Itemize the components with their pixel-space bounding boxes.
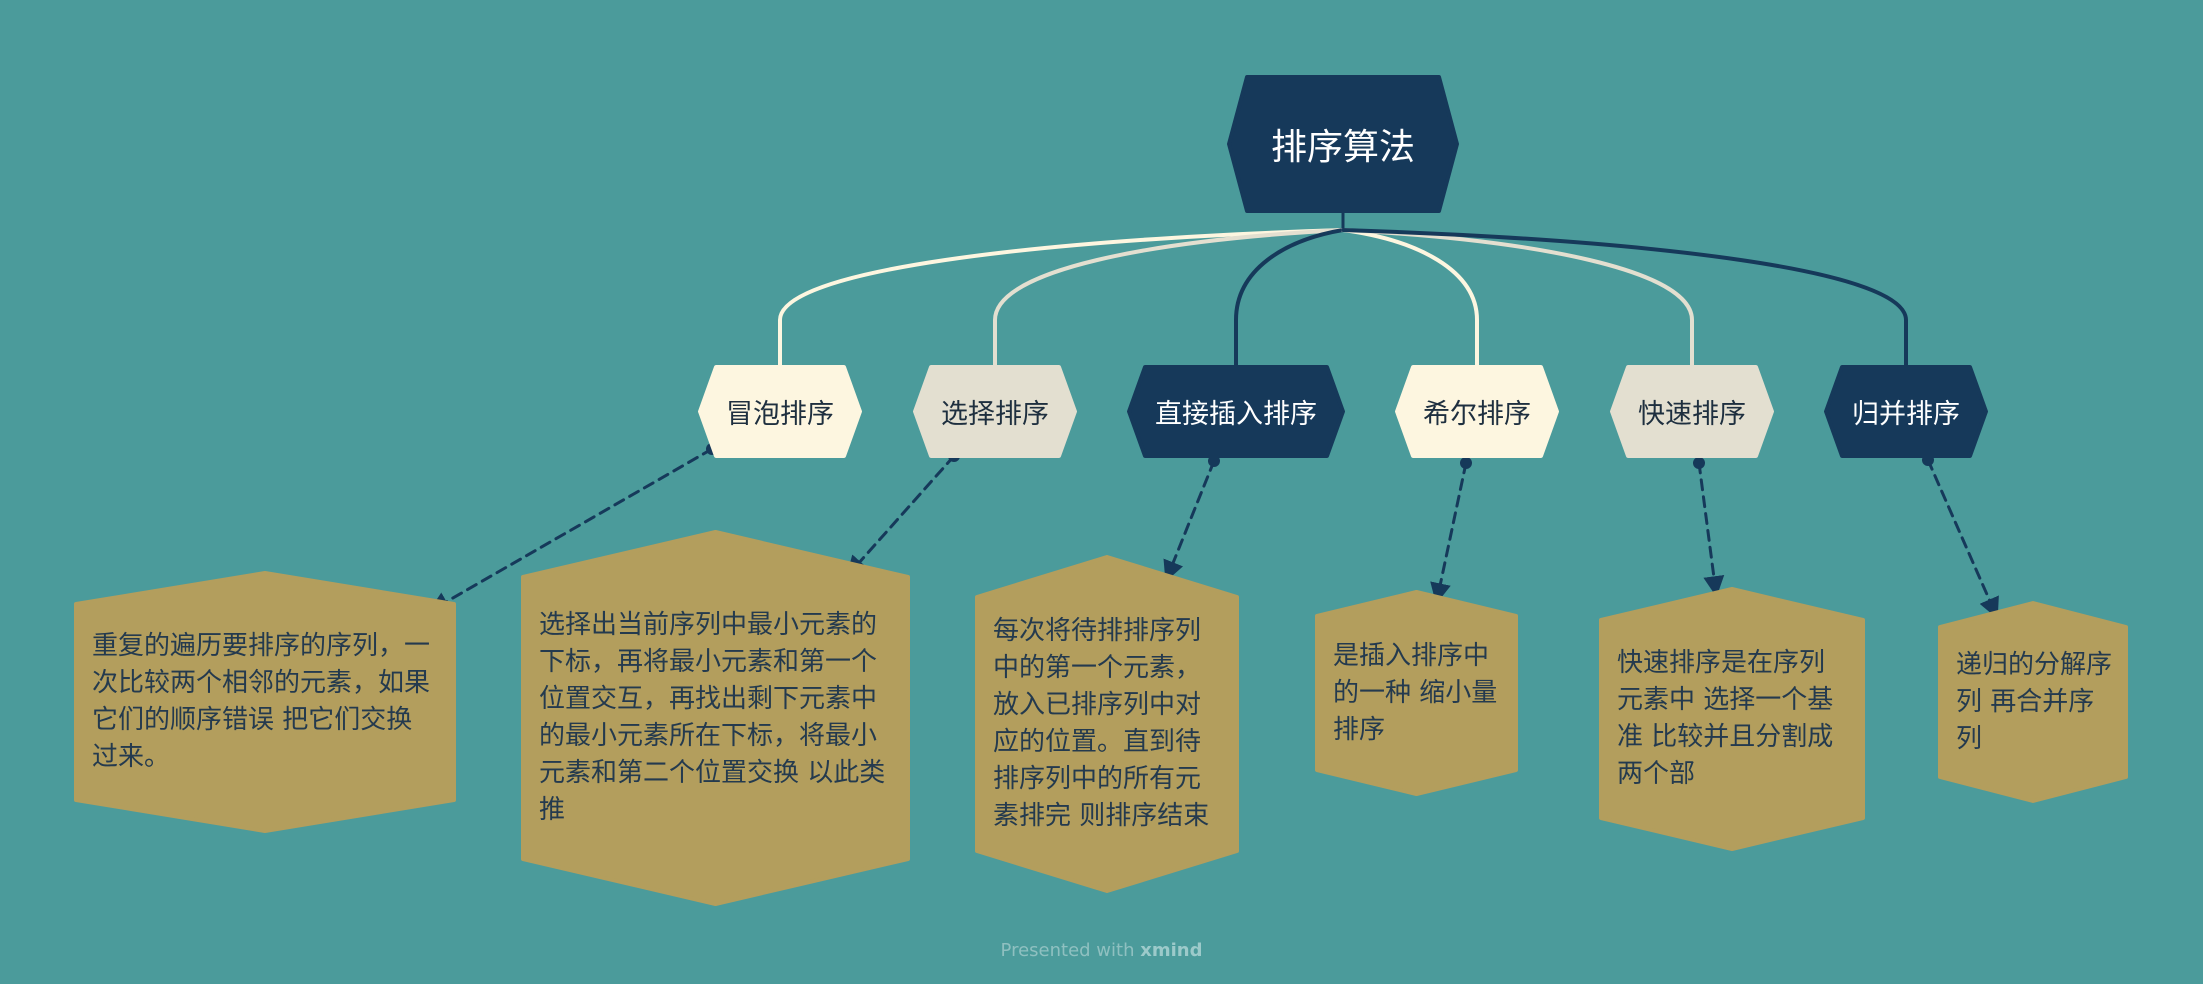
note-text: 每次将待排排序列中的第一个元素，放入已排序列中对应的位置。直到待排序列中的所有元…: [993, 616, 1210, 831]
topic-quick-sort[interactable]: 快速排序: [1610, 365, 1774, 458]
branch-connector: [1341, 228, 1479, 367]
topic-label: 希尔排序: [1423, 399, 1531, 430]
topic-label: 直接插入排序: [1155, 399, 1317, 430]
note-text: 重复的遍历要排序的序列，一次比较两个相邻的元素，如果它们的顺序错误 把它们交换过…: [92, 631, 431, 772]
topic-hexagon-shape: [1127, 365, 1345, 458]
topic-hexagon-shape: [698, 365, 862, 458]
note-link-anchor-dot: [1208, 455, 1220, 467]
topic-shell-sort[interactable]: 希尔排序: [1395, 365, 1559, 458]
note-hexagon-shape: [1938, 601, 2128, 803]
note-text: 快速排序是在序列元素中 选择一个基准 比较并且分割成两个部: [1617, 648, 1834, 789]
topic-label: 快速排序: [1638, 399, 1746, 430]
note-link-dashed-arrow: [1697, 461, 1725, 598]
note-text: 选择出当前序列中最小元素的下标，再将最小元素和第一个位置交互，再找出剩下元素中的…: [539, 610, 886, 825]
note-link-anchor-dot: [1460, 457, 1472, 469]
note-text: 递归的分解序列 再合并序列: [1956, 649, 2113, 754]
root-topic[interactable]: 排序算法: [1227, 75, 1459, 213]
note-link-dashed-arrow: [1163, 459, 1216, 582]
note-link-dashed-arrow: [1430, 461, 1468, 605]
note-text: 是插入排序中的一种 缩小量排序: [1333, 640, 1498, 745]
note-hexagon-shape: [74, 571, 456, 833]
topic-hexagon-shape: [913, 365, 1077, 458]
note-link-dashed-arrow: [1926, 458, 1999, 619]
note-link-dashed-arrow: [428, 447, 714, 613]
note-bubble-sort[interactable]: 重复的遍历要排序的序列，一次比较两个相邻的元素，如果它们的顺序错误 把它们交换过…: [74, 571, 456, 833]
note-selection-sort[interactable]: 选择出当前序列中最小元素的下标，再将最小元素和第一个位置交互，再找出剩下元素中的…: [521, 530, 910, 906]
topic-bubble-sort[interactable]: 冒泡排序: [698, 365, 862, 458]
note-hexagon-shape: [1599, 587, 1865, 851]
topic-merge-sort[interactable]: 归并排序: [1824, 365, 1988, 458]
branch-connector: [778, 228, 1345, 367]
note-quick-sort[interactable]: 快速排序是在序列元素中 选择一个基准 比较并且分割成两个部: [1599, 587, 1865, 851]
footer-prefix: Presented with: [1000, 940, 1135, 961]
root-hexagon-shape: [1227, 75, 1459, 213]
branch-connector: [1341, 228, 1694, 367]
topic-label: 归并排序: [1852, 399, 1960, 430]
topic-insertion-sort[interactable]: 直接插入排序: [1127, 365, 1345, 458]
footer-credit: Presented with xmind: [0, 940, 2203, 961]
note-shell-sort[interactable]: 是插入排序中的一种 缩小量排序: [1315, 590, 1518, 796]
note-hexagon-shape: [1315, 590, 1518, 796]
note-link-anchor-dot: [1693, 457, 1705, 469]
xmind-logo-text: xmind: [1140, 940, 1203, 961]
note-hexagon-shape: [521, 530, 910, 906]
branch-connector: [1341, 228, 1908, 367]
topic-hexagon-shape: [1610, 365, 1774, 458]
branch-connector: [1234, 228, 1345, 367]
note-hexagon-shape: [975, 555, 1239, 893]
note-merge-sort[interactable]: 递归的分解序列 再合并序列: [1938, 601, 2128, 803]
topic-hexagon-shape: [1824, 365, 1988, 458]
branch-connector: [993, 228, 1345, 367]
topic-label: 冒泡排序: [726, 399, 834, 430]
root-topic-label: 排序算法: [1270, 127, 1415, 168]
note-insertion-sort[interactable]: 每次将待排排序列中的第一个元素，放入已排序列中对应的位置。直到待排序列中的所有元…: [975, 555, 1239, 893]
topic-selection-sort[interactable]: 选择排序: [913, 365, 1077, 458]
note-link-dashed-arrow: [846, 454, 956, 578]
topic-hexagon-shape: [1395, 365, 1559, 458]
topic-label: 选择排序: [941, 399, 1049, 430]
